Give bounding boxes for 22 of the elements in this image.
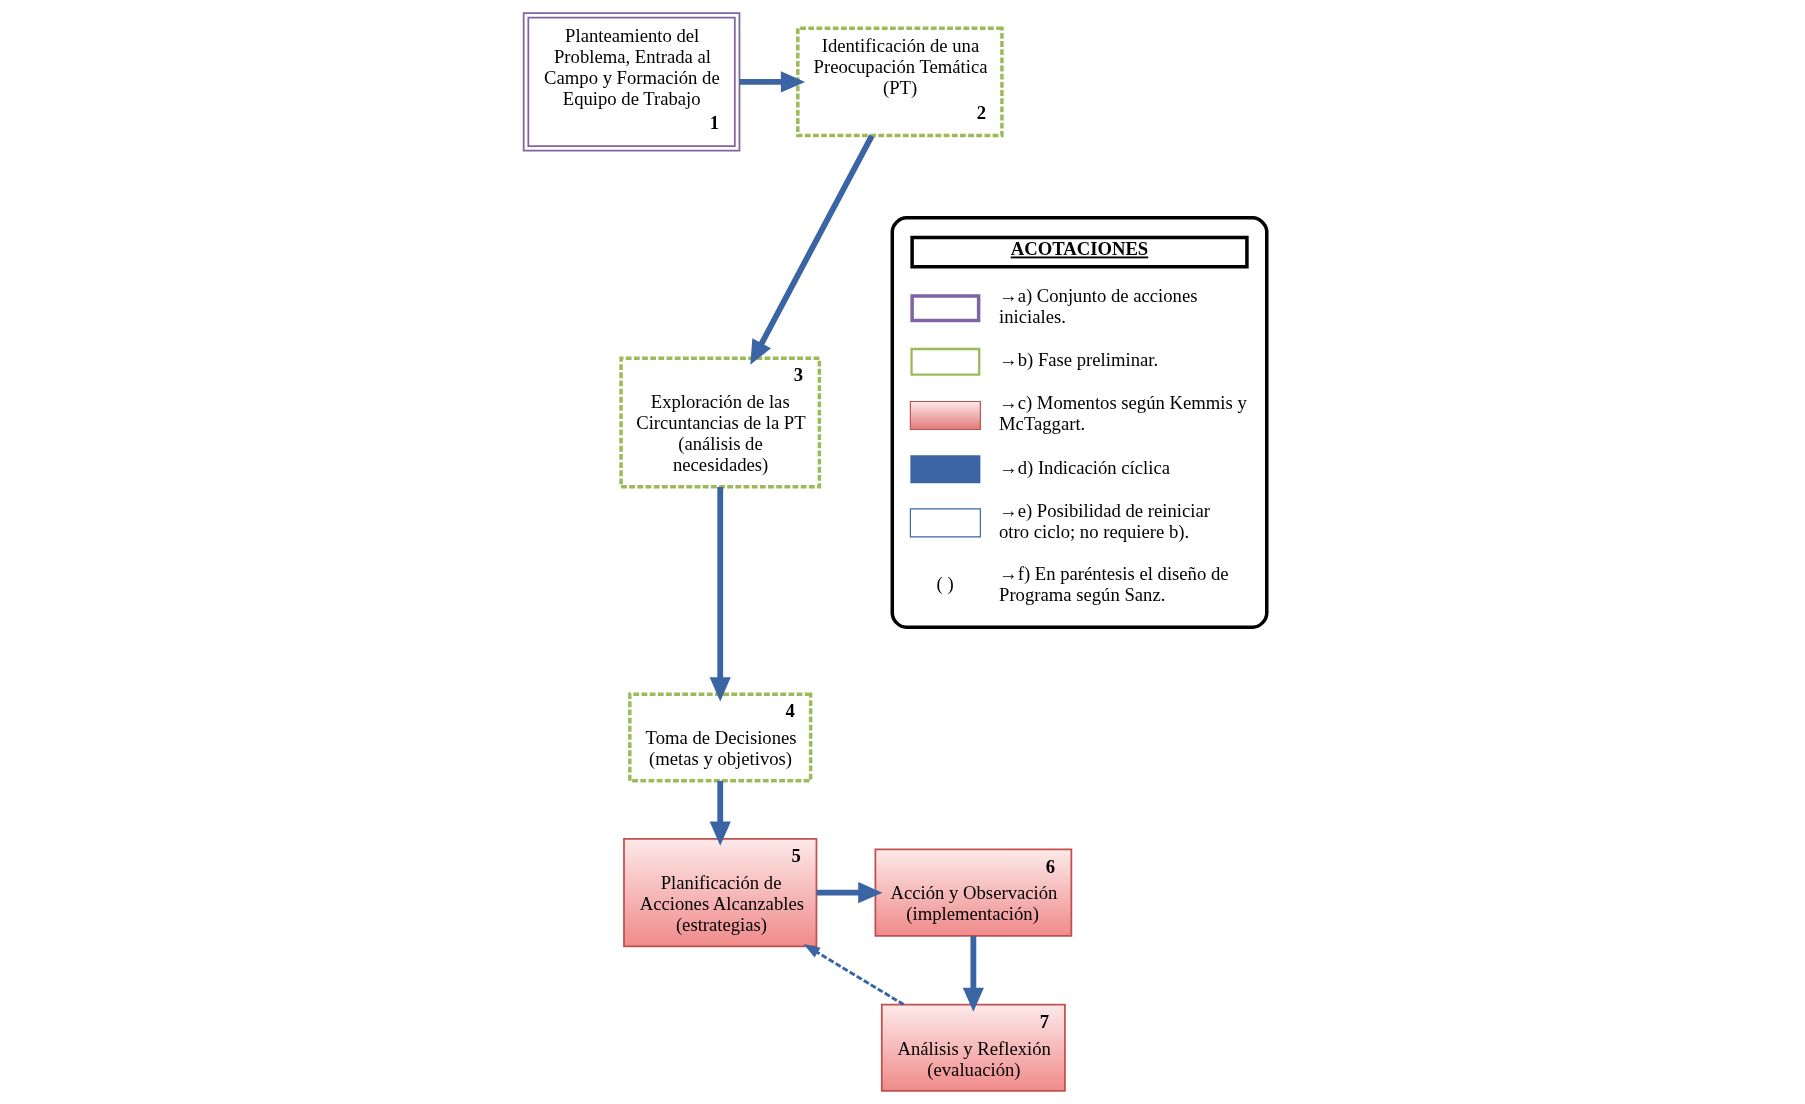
arrow xyxy=(709,780,731,846)
legend-label: →e) Posibilidad de reiniciar otro ciclo; no requiere b). xyxy=(999,499,1210,542)
legend-label: →f) En paréntesis el diseño de Programa según Sanz. xyxy=(999,562,1229,605)
legend-label: →a) Conjunto de acciones iniciales. xyxy=(999,285,1198,328)
arrow xyxy=(962,935,984,1012)
legend-label: →d) Indicación cíclica xyxy=(999,456,1170,478)
arrow xyxy=(739,71,806,93)
node-box: Identificación de una Preocupación Temática (PT) 2 xyxy=(796,26,1004,138)
node-box: Planteamiento del Problema, Entrada al Campo y Formación de Equipo de Trabajo 1 xyxy=(522,12,741,152)
legend-label: →b) Fase preliminar. xyxy=(999,349,1159,371)
legend-label: →c) Momentos según Kemmis y McTaggart. xyxy=(999,392,1247,435)
node-box: 4 Toma de Decisiones (metas y objetivos) xyxy=(628,692,813,783)
label: ACOTACIONES xyxy=(1010,238,1149,260)
arrow xyxy=(816,882,883,904)
arrow xyxy=(803,944,905,1006)
arrow xyxy=(709,486,731,702)
node-box: 7 Análisis y Reflexión (evaluación) xyxy=(880,1003,1066,1092)
label: ( ) xyxy=(936,573,954,595)
node-box: 6 Acción y Observación (implementación) xyxy=(874,848,1073,937)
node-box: 3 Exploración de las Circuntancias de la PT (análisis de necesidades) xyxy=(619,356,822,489)
arrow xyxy=(750,134,875,365)
node-box: 5 Planificación de Acciones Alcanzables (estrategias) xyxy=(623,838,818,948)
